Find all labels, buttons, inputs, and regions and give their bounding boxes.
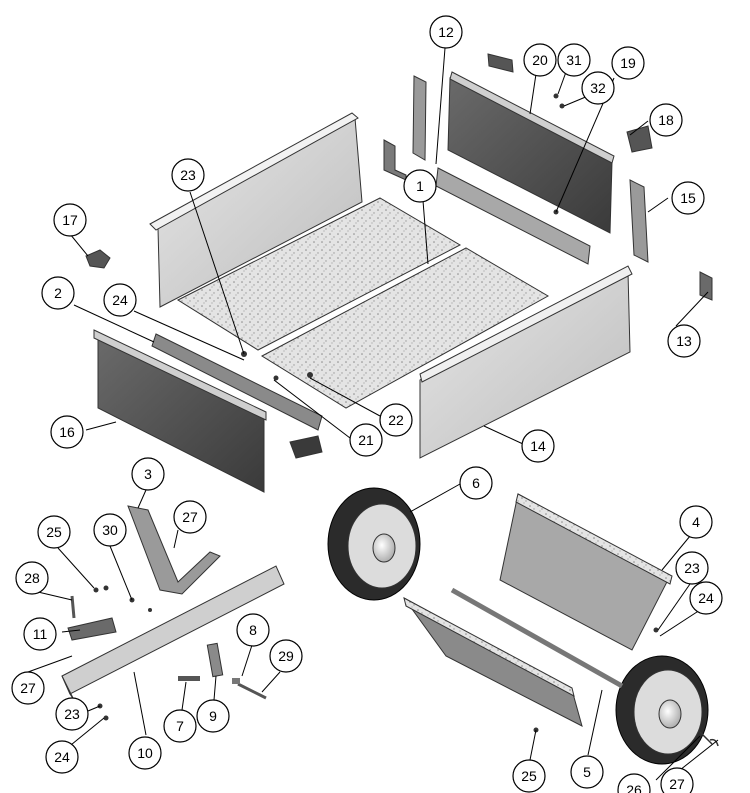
callout-label: 2: [54, 285, 62, 301]
callout-label: 6: [472, 475, 480, 491]
callout-label: 20: [532, 52, 548, 68]
callout-12: 12: [429, 15, 463, 49]
rear-cross-angle-part: [435, 167, 591, 265]
callout-label: 31: [566, 52, 582, 68]
callout-23: 23: [55, 697, 89, 731]
callout-label: 15: [680, 190, 696, 206]
callout-2: 2: [41, 276, 75, 310]
callout-label: 24: [54, 749, 70, 765]
callout-10: 10: [128, 736, 162, 770]
callout-label: 23: [684, 560, 700, 576]
callout-25: 25: [512, 759, 546, 793]
rear-axle-part: [450, 587, 624, 689]
lower-bracket-part: [403, 597, 583, 727]
callout-label: 13: [676, 333, 692, 349]
floor-panel-part: [176, 197, 550, 409]
callout-label: 26: [626, 782, 642, 793]
callout-11: 11: [23, 617, 57, 651]
callout-label: 14: [530, 438, 546, 454]
hook-part: [699, 731, 719, 747]
callout-22: 22: [379, 403, 413, 437]
callout-label: 22: [388, 412, 404, 428]
callout-18: 18: [649, 103, 683, 137]
side-panel-left-part: [149, 112, 363, 308]
callout-29: 29: [269, 639, 303, 673]
callout-30: 30: [93, 513, 127, 547]
callout-27: 27: [173, 500, 207, 534]
callout-label: 23: [180, 167, 196, 183]
callout-7: 7: [163, 709, 197, 743]
callout-9: 9: [196, 699, 230, 733]
callout-4: 4: [679, 505, 713, 539]
callout-14: 14: [521, 429, 555, 463]
callout-label: 32: [590, 80, 606, 96]
callout-label: 28: [24, 570, 40, 586]
callout-label: 25: [521, 768, 537, 784]
callout-28: 28: [15, 561, 49, 595]
callout-19: 19: [611, 46, 645, 80]
callout-label: 23: [64, 706, 80, 722]
callout-label: 24: [112, 292, 128, 308]
callout-label: 25: [46, 524, 62, 540]
callout-label: 7: [176, 718, 184, 734]
foot-bracket-part: [289, 435, 323, 459]
wheel-left-part: [327, 487, 421, 601]
callout-27: 27: [660, 767, 694, 793]
callout-24: 24: [103, 283, 137, 317]
callout-25: 25: [37, 515, 71, 549]
callout-13: 13: [667, 324, 701, 358]
callout-label: 1: [416, 178, 424, 194]
callout-label: 29: [278, 648, 294, 664]
front-panel-part: [93, 329, 267, 493]
front-axle-beam-part: [61, 565, 285, 701]
rear-axle-bracket-part: [499, 493, 673, 651]
callout-label: 17: [62, 212, 78, 228]
callout-6: 6: [459, 466, 493, 500]
callout-15: 15: [671, 181, 705, 215]
callout-5: 5: [570, 755, 604, 789]
callout-label: 19: [620, 55, 636, 71]
callout-label: 18: [658, 112, 674, 128]
callout-24: 24: [45, 740, 79, 774]
callout-21: 21: [349, 423, 383, 457]
callout-label: 4: [692, 514, 700, 530]
callout-label: 27: [182, 509, 198, 525]
callout-32: 32: [581, 71, 615, 105]
callout-label: 30: [102, 522, 118, 538]
callout-label: 5: [583, 764, 591, 780]
callout-26: 26: [617, 773, 651, 793]
hitch-part: [67, 617, 117, 641]
callout-20: 20: [523, 43, 557, 77]
handle-part: [127, 505, 221, 595]
callout-31: 31: [557, 43, 591, 77]
callout-label: 21: [358, 432, 374, 448]
callout-label: 11: [33, 626, 48, 642]
callout-layer: 1 2 3 4 5 6 7 8 9 10 11 12 13 14 15 16 1…: [11, 15, 723, 793]
callout-label: 27: [669, 776, 685, 792]
corner-bracket-part: [383, 75, 713, 301]
callout-label: 27: [20, 680, 36, 696]
wheel-right-part: [615, 655, 709, 765]
callout-24: 24: [689, 581, 723, 615]
callout-27: 27: [11, 671, 45, 705]
callout-label: 8: [249, 622, 257, 638]
callout-23: 23: [171, 158, 205, 192]
callout-3: 3: [131, 457, 165, 491]
back-panel-part: [447, 71, 615, 234]
side-panel-right-part: [419, 265, 633, 459]
callout-8: 8: [236, 613, 270, 647]
callout-17: 17: [53, 203, 87, 237]
callout-label: 3: [144, 466, 152, 482]
parts-layer: [61, 53, 719, 765]
callout-label: 12: [438, 24, 454, 40]
callout-23: 23: [675, 551, 709, 585]
callout-16: 16: [50, 415, 84, 449]
callout-label: 9: [209, 708, 217, 724]
callout-1: 1: [403, 169, 437, 203]
callout-label: 16: [59, 424, 75, 440]
leader-lines: [27, 47, 719, 781]
callout-label: 24: [698, 590, 714, 606]
callout-label: 10: [137, 745, 153, 761]
